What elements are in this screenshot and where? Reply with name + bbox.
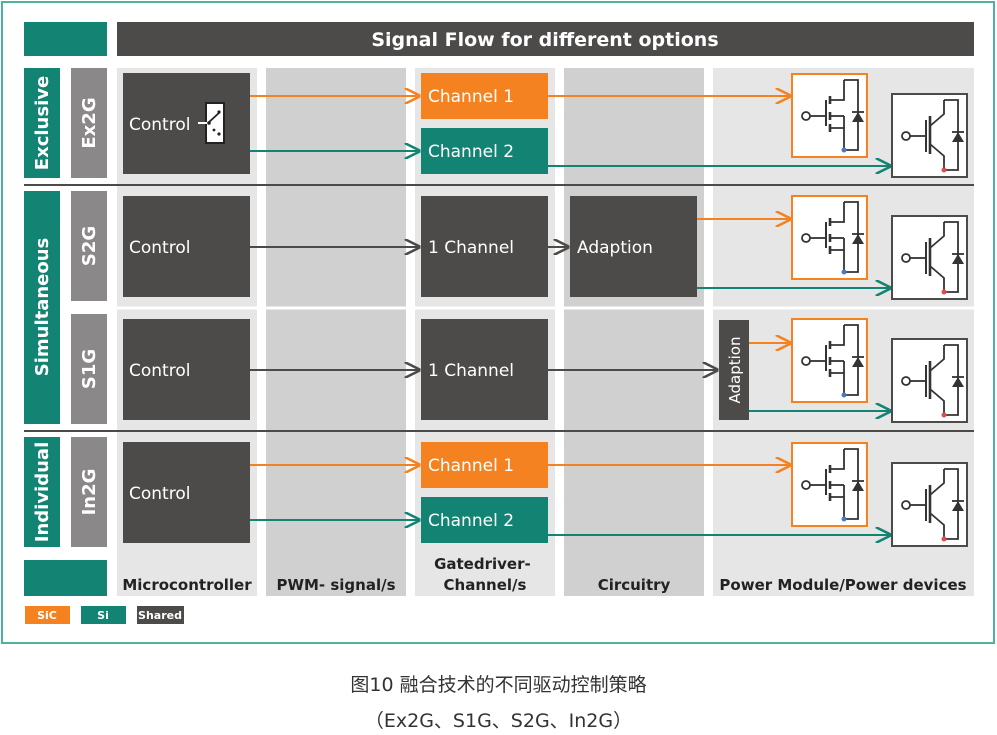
group-simultaneous-label: Simultaneous [32, 238, 53, 377]
figure-caption-line1: 图10 融合技术的不同驱动控制策略 [350, 674, 647, 696]
legend-label-sic: SiC [37, 609, 57, 622]
channel-2-box [421, 128, 548, 174]
lane-pwm [266, 68, 406, 596]
channel-1-label: Channel 1 [428, 456, 514, 476]
legend-swatch-shared [137, 606, 184, 624]
column-label-pwm: PWM- signal/s [276, 576, 395, 594]
channel-2-label: Channel 2 [428, 142, 514, 162]
channel-1-box [421, 442, 548, 488]
row-s1g-bg [71, 314, 107, 424]
legend: SiC Si Shared [25, 606, 184, 624]
diagram-title: Signal Flow for different options [371, 29, 718, 51]
gatedriver-channel-label: 1 Channel [428, 361, 514, 381]
corner-block-top [24, 22, 107, 56]
controller-label: Control [129, 361, 190, 381]
adaption-box [570, 196, 697, 297]
row-in2g-bg [71, 437, 107, 547]
channel-2-box [421, 497, 548, 543]
group-individual-bg [24, 437, 60, 547]
legend-swatch-si [81, 606, 126, 624]
row-ex2g-bg [71, 68, 107, 178]
title-bar [117, 22, 974, 56]
controller-label: Control [129, 238, 190, 258]
adaption-label: Adaption [726, 337, 744, 404]
switch-icon [198, 102, 225, 144]
controller-box [123, 442, 250, 543]
figure-caption-line2: （Ex2G、S1G、S2G、In2G） [364, 710, 633, 732]
group-individual-label: Individual [32, 442, 53, 543]
controller-box [123, 319, 250, 420]
gatedriver-channel-box [421, 319, 548, 420]
lane-circuitry [564, 68, 704, 596]
column-label-microcontroller: Microcontroller [122, 576, 252, 594]
adaption-label: Adaption [577, 238, 653, 258]
row-in2g-label: In2G [79, 469, 100, 516]
group-exclusive-label: Exclusive [32, 76, 53, 170]
controller-label: Control [129, 484, 190, 504]
legend-label-si: Si [97, 609, 109, 622]
group-exclusive-bg [24, 68, 60, 178]
channel-1-label: Channel 1 [428, 87, 514, 107]
corner-block-bottom [24, 560, 107, 596]
controller-box [123, 196, 250, 297]
gatedriver-channel-label: 1 Channel [428, 238, 514, 258]
adaption-box [719, 320, 749, 420]
row-s2g-label: S2G [79, 226, 100, 266]
group-simultaneous-bg [24, 191, 60, 424]
channel-2-label: Channel 2 [428, 511, 514, 531]
legend-swatch-sic [25, 606, 70, 624]
row-s1g-label: S1G [79, 349, 100, 389]
column-label-circuitry: Circuitry [598, 576, 671, 594]
column-label-gatedriver: Gatedriver- Channel/s [434, 555, 536, 594]
row-s2g-bg [71, 191, 107, 301]
gatedriver-channel-box [421, 196, 548, 297]
controller-label: Control [129, 115, 190, 135]
controller-box [123, 73, 250, 174]
legend-label-shared: Shared [138, 609, 182, 622]
channel-1-box [421, 73, 548, 119]
row-ex2g-label: Ex2G [79, 97, 100, 148]
column-label-power: Power Module/Power devices [719, 576, 966, 594]
